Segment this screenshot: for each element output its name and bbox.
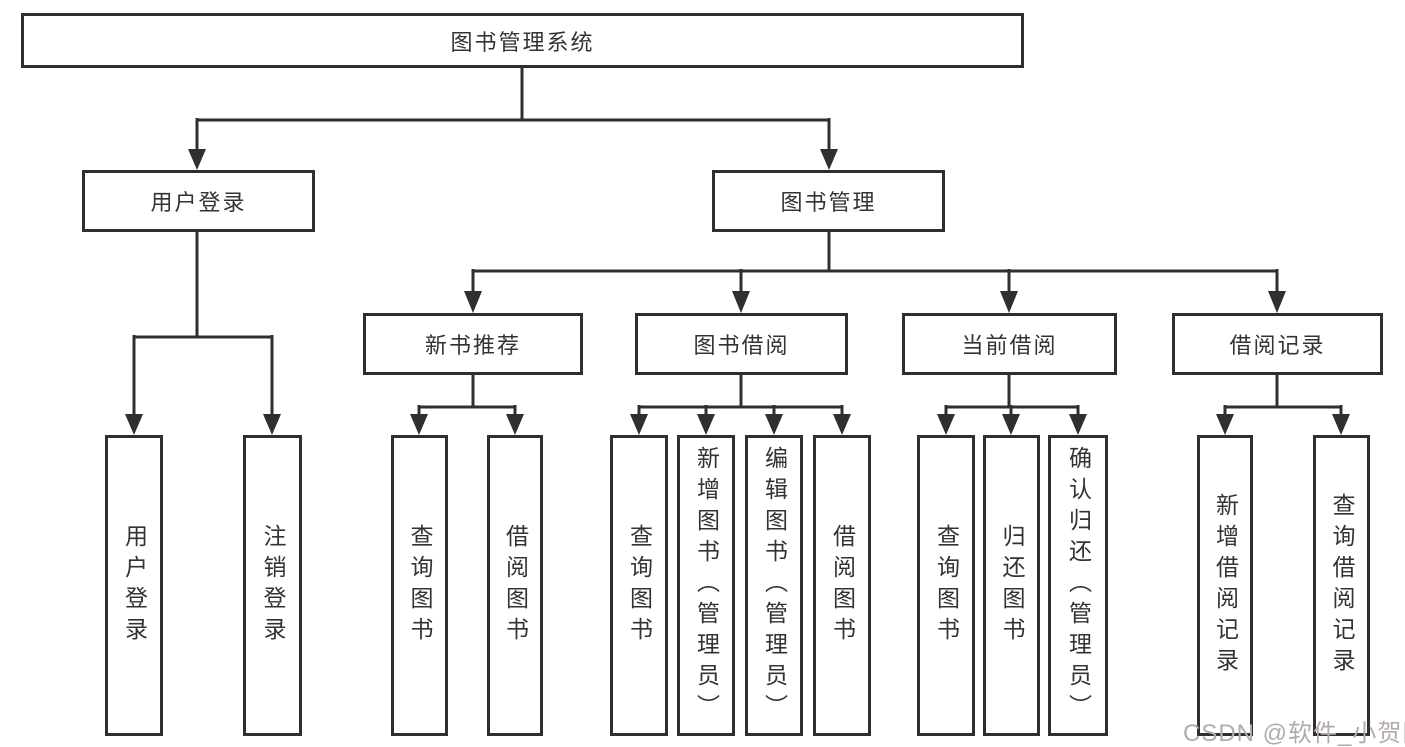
- node-book-management: 图书管理: [712, 170, 945, 232]
- node-borrow-records: 借阅记录: [1172, 313, 1383, 375]
- node-leaf-cb-query-book: 查询图书: [917, 435, 975, 736]
- node-leaf-nbr-query-book: 查询图书: [391, 435, 448, 736]
- node-book-borrow: 图书借阅: [635, 313, 848, 375]
- node-leaf-br-query-record: 查询借阅记录: [1313, 435, 1370, 736]
- node-leaf-br-add-record: 新增借阅记录: [1197, 435, 1253, 736]
- node-root: 图书管理系统: [21, 13, 1024, 68]
- node-new-book-recommend: 新书推荐: [363, 313, 583, 375]
- node-current-borrow: 当前借阅: [902, 313, 1117, 375]
- node-leaf-cb-confirm-return-admin: 确认归还（管理员）: [1048, 435, 1108, 736]
- node-leaf-bb-edit-book-admin: 编辑图书（管理员）: [745, 435, 803, 736]
- node-leaf-bb-add-book-admin: 新增图书（管理员）: [677, 435, 735, 736]
- node-user-login: 用户登录: [82, 170, 315, 232]
- node-leaf-nbr-borrow-book: 借阅图书: [487, 435, 543, 736]
- node-leaf-logout: 注销登录: [243, 435, 302, 736]
- node-leaf-user-login: 用户登录: [105, 435, 163, 736]
- node-leaf-cb-return-book: 归还图书: [983, 435, 1040, 736]
- node-leaf-bb-query-book: 查询图书: [610, 435, 668, 736]
- watermark-text: CSDN @软件_小贺同学: [1183, 720, 1405, 747]
- node-leaf-bb-borrow-book: 借阅图书: [813, 435, 871, 736]
